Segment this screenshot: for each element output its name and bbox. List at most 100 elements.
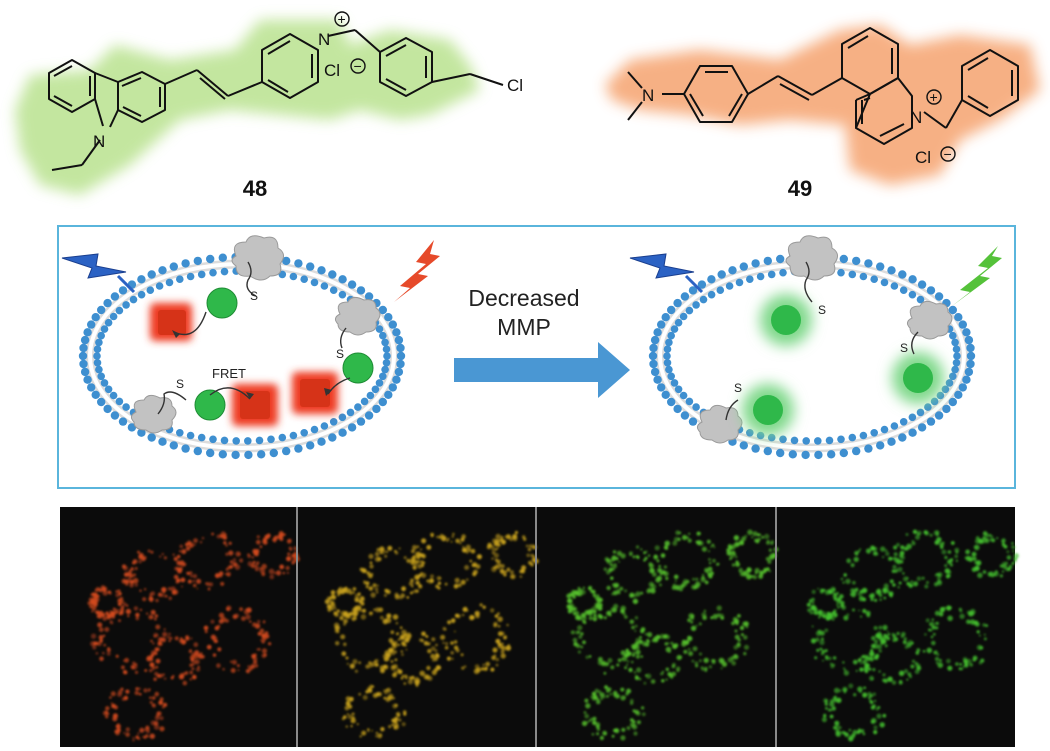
fluorescence-speck <box>832 696 837 701</box>
fluorescence-speck <box>870 694 873 698</box>
s-label-4: S <box>818 303 826 317</box>
fluorescence-speck <box>743 570 750 576</box>
fluorescence-speck <box>624 666 627 670</box>
lipid-head <box>378 305 387 315</box>
fluorescence-speck <box>733 645 738 650</box>
fluorescence-speck <box>453 630 456 633</box>
fluorescence-speck <box>476 554 482 560</box>
fluorescence-speck <box>450 651 455 655</box>
fluorescence-speck <box>346 588 352 594</box>
fluorescence-speck <box>452 532 455 536</box>
fluorescence-speck <box>629 553 632 556</box>
fluorescence-speck <box>887 676 893 682</box>
fluorescence-speck <box>829 714 834 719</box>
fluorescence-speck <box>671 671 677 677</box>
fluorescence-speck <box>170 676 174 680</box>
fluorescence-speck <box>982 537 988 544</box>
lipid-head <box>966 351 976 361</box>
fluorescence-speck <box>701 546 708 552</box>
fluorescence-speck <box>273 537 276 540</box>
fluorescence-speck <box>189 649 192 652</box>
fluorescence-speck <box>412 545 417 550</box>
fluorescence-speck <box>397 669 403 675</box>
fluorescence-speck <box>1009 564 1012 568</box>
fluorescence-speck <box>706 539 711 544</box>
fluorescence-speck <box>261 633 264 636</box>
fluorescence-speck <box>171 590 176 595</box>
fluorescence-speck <box>581 720 588 727</box>
fluorescence-speck <box>626 663 629 666</box>
fluorescence-speck <box>707 550 711 553</box>
fluorescence-speck <box>395 622 399 625</box>
fluorescence-speck <box>245 669 250 674</box>
fluorescence-speck <box>606 585 611 591</box>
fluorescence-speck <box>185 636 190 641</box>
fluorescence-speck <box>509 574 515 579</box>
fluorescence-speck <box>910 580 914 584</box>
fluorescence-speck <box>346 662 349 666</box>
fluorescence-speck <box>350 725 353 728</box>
fluorescence-speck <box>263 633 268 638</box>
fluorescence-speck <box>954 554 959 559</box>
fluorescence-speck <box>509 570 514 575</box>
fluorescence-speck <box>185 546 191 551</box>
fluorescence-speck <box>631 625 635 630</box>
lipid-head <box>763 446 772 456</box>
fluorescence-speck <box>354 617 357 620</box>
fluorescence-speck <box>694 661 699 666</box>
fluorescence-speck <box>368 661 372 665</box>
fluorescence-speck <box>703 657 709 664</box>
fluorescence-speck <box>155 598 159 603</box>
fluorescence-speck <box>234 613 240 618</box>
lipid-head <box>679 391 688 400</box>
lipid-head <box>814 437 822 445</box>
fluorescence-speck <box>134 566 138 571</box>
fluorescence-speck <box>636 556 640 559</box>
lipid-head <box>118 286 128 295</box>
fluorescence-speck <box>868 696 871 700</box>
fluorescence-speck <box>156 634 159 637</box>
fluorescence-speck <box>95 652 99 655</box>
fluorescence-speck <box>383 696 387 700</box>
fluorescence-speck <box>391 723 394 727</box>
fluorescence-speck <box>990 535 994 539</box>
fluorescence-speck <box>150 639 153 643</box>
fluorescence-speck <box>661 670 665 673</box>
fluorescence-speck <box>184 671 189 676</box>
lipid-head <box>916 295 925 304</box>
fluorescence-speck <box>1001 570 1005 573</box>
lipid-head <box>679 312 688 321</box>
fluorescence-speck <box>102 590 108 596</box>
fluorescence-speck <box>110 691 116 697</box>
fluorescence-speck <box>818 609 824 615</box>
fluorescence-speck <box>636 667 642 673</box>
fluorescence-speck <box>877 635 882 640</box>
c49-chloride-counterion: Cl <box>915 148 931 167</box>
fluorescence-speck <box>641 712 646 717</box>
fluorescence-speck <box>226 567 230 570</box>
lipid-head <box>942 404 951 414</box>
fluorescence-speck <box>848 728 852 732</box>
fluorescence-speck <box>461 547 467 553</box>
c49-minus-charge: − <box>944 146 952 162</box>
fluorescence-speck <box>752 531 758 537</box>
fluorescence-speck <box>154 691 160 697</box>
fluorescence-speck <box>817 629 822 634</box>
fluorescence-speck <box>324 599 330 605</box>
fluorescence-speck <box>226 571 232 577</box>
fluorescence-speck <box>911 540 914 543</box>
lipid-head <box>338 275 347 284</box>
lipid-head <box>674 318 683 327</box>
fluorescence-speck <box>632 598 639 604</box>
fluorescence-speck <box>374 663 379 667</box>
fluorescence-speck <box>763 569 767 574</box>
fluorescence-speck <box>593 618 597 622</box>
fluorescence-speck <box>163 588 166 591</box>
lipid-head <box>685 397 694 406</box>
fluorescence-speck <box>675 530 680 535</box>
lipid-head <box>375 325 384 333</box>
fluorescence-speck <box>663 565 668 569</box>
fluorescence-speck <box>765 567 770 572</box>
fluorescence-speck <box>843 731 847 735</box>
fluorescence-speck <box>875 589 882 595</box>
